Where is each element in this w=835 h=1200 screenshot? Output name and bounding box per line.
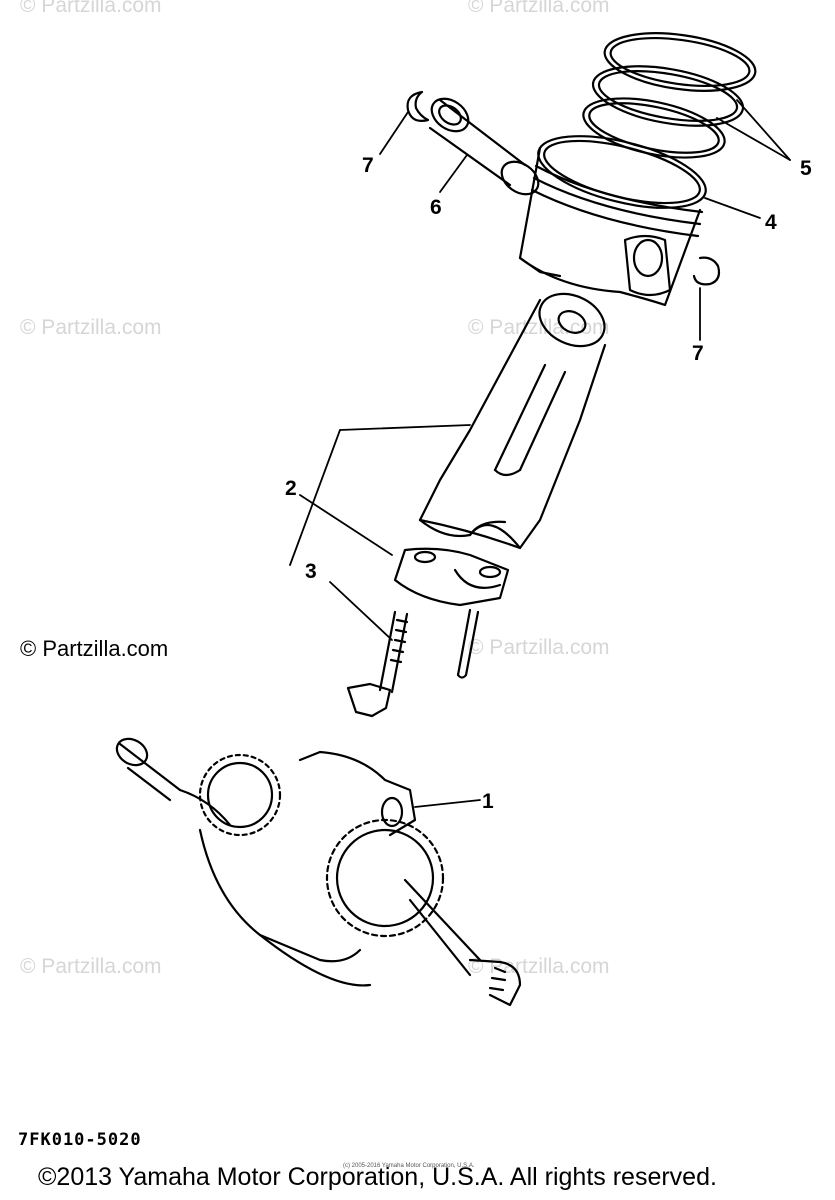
watermark-left-dark: © Partzilla.com [20,636,169,661]
callout-2: 2 [285,477,297,500]
rod-cap [393,547,510,679]
callout-3: 3 [305,560,317,583]
fine-print: (c) 2005-2016 Yamaha Motor Corporation, … [343,1163,475,1169]
diagram-code: 7FK010-5020 [18,1130,142,1150]
piston [518,135,707,307]
piston-pin [428,97,540,196]
watermark-bottom-left: © Partzilla.com [20,955,162,978]
rod-bolt [346,610,409,718]
circlip-left [406,90,430,122]
callout-5: 5 [800,157,812,180]
leader-lines [289,99,791,808]
callout-1: 1 [482,790,494,813]
callout-6: 6 [430,196,442,219]
watermark-mid-left: © Partzilla.com [20,316,162,339]
connecting-rod [418,292,607,550]
watermark-top-center: © Partzilla.com [468,0,610,17]
watermark-top-left: © Partzilla.com [20,0,162,17]
callout-7-left: 7 [362,154,374,177]
callout-4: 4 [765,211,777,234]
watermark-center-lower: © Partzilla.com [468,636,610,659]
piston-rings [582,32,757,159]
circlip-right [692,256,721,286]
copyright-notice: ©2013 Yamaha Motor Corporation, U.S.A. A… [38,1163,717,1191]
crankshaft [115,737,522,1007]
callout-7-right: 7 [692,342,704,365]
